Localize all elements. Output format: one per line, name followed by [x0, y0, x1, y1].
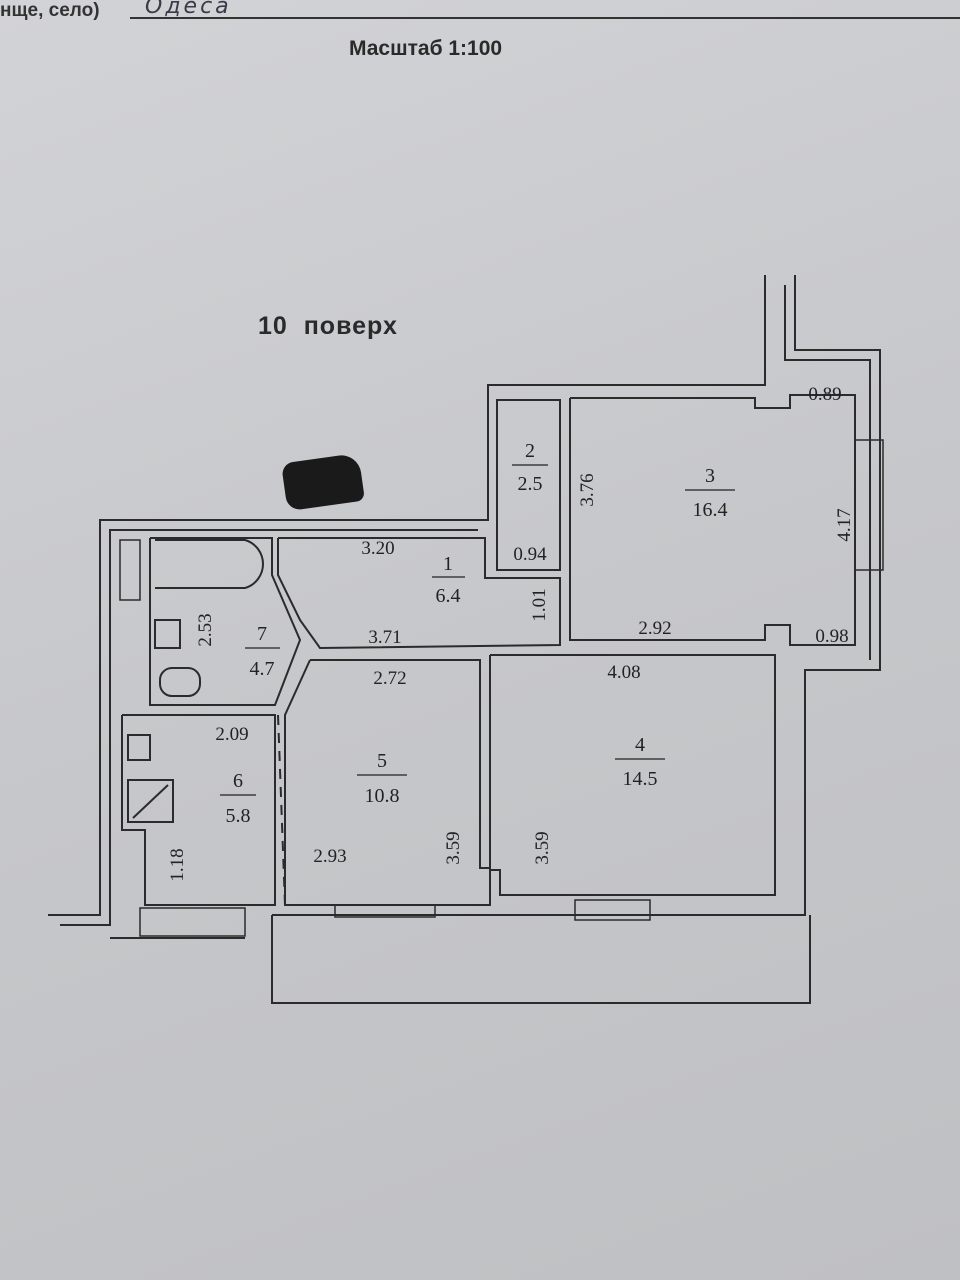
dim-3-71: 3.71 — [368, 627, 401, 648]
stove-icon — [127, 734, 151, 761]
dim-3-20: 3.20 — [361, 538, 394, 559]
dim-3-76: 3.76 — [577, 473, 598, 506]
dim-2-92: 2.92 — [638, 618, 671, 639]
room-3-outline — [569, 394, 856, 646]
outer-walls — [48, 275, 881, 939]
room-5-area: 10.8 — [365, 785, 400, 807]
room-2-area: 2.5 — [518, 473, 543, 495]
windows — [119, 439, 884, 937]
room-3-number: 3 — [705, 465, 715, 487]
dim-0-89: 0.89 — [808, 384, 841, 405]
room-6-number: 6 — [233, 770, 243, 792]
dim-1-01: 1.01 — [529, 588, 550, 621]
room-1-outline — [277, 537, 561, 650]
room-7-area: 4.7 — [250, 658, 275, 680]
sink-icon — [154, 619, 181, 649]
locality-label: нще, село) — [0, 0, 100, 21]
room-6-outline — [121, 714, 276, 906]
dim-3-59-room5: 3.59 — [443, 831, 464, 864]
room-1-number: 1 — [443, 553, 453, 575]
room-7-outline — [149, 537, 302, 706]
dim-3-59-room4: 3.59 — [532, 831, 553, 864]
dim-0-98: 0.98 — [815, 626, 848, 647]
dim-2-72: 2.72 — [373, 668, 406, 689]
dim-1-18: 1.18 — [167, 848, 188, 881]
room-5-6-divider — [277, 714, 286, 906]
locality-underline — [130, 17, 960, 19]
room-5-outline — [284, 659, 491, 906]
dim-2-93: 2.93 — [313, 846, 346, 867]
room-2-number: 2 — [525, 440, 535, 462]
room-2-outline — [496, 399, 561, 571]
room-4-area: 14.5 — [623, 768, 658, 790]
electric-symbol — [132, 784, 169, 819]
room-3-area: 16.4 — [693, 499, 728, 521]
dim-4-17: 4.17 — [834, 508, 855, 541]
dim-2-53: 2.53 — [195, 613, 216, 646]
room-5-number: 5 — [377, 750, 387, 772]
room-1-area: 6.4 — [436, 585, 461, 607]
room-6-area: 5.8 — [226, 805, 251, 827]
room-7-number: 7 — [257, 623, 267, 645]
dim-4-08: 4.08 — [607, 662, 640, 683]
room-4-number: 4 — [635, 734, 645, 756]
bathtub-icon — [155, 539, 264, 589]
room-4-outline — [489, 654, 776, 896]
locality-handwritten: Одеса — [145, 0, 232, 19]
dim-0-94: 0.94 — [513, 544, 547, 565]
scale-label: Масштаб 1:100 — [349, 37, 503, 60]
floor-title: 10 поверх — [258, 312, 398, 340]
electric-panel-icon — [127, 779, 174, 823]
toilet-icon — [159, 667, 201, 697]
balcony — [271, 915, 811, 1004]
dim-2-09: 2.09 — [215, 724, 248, 745]
